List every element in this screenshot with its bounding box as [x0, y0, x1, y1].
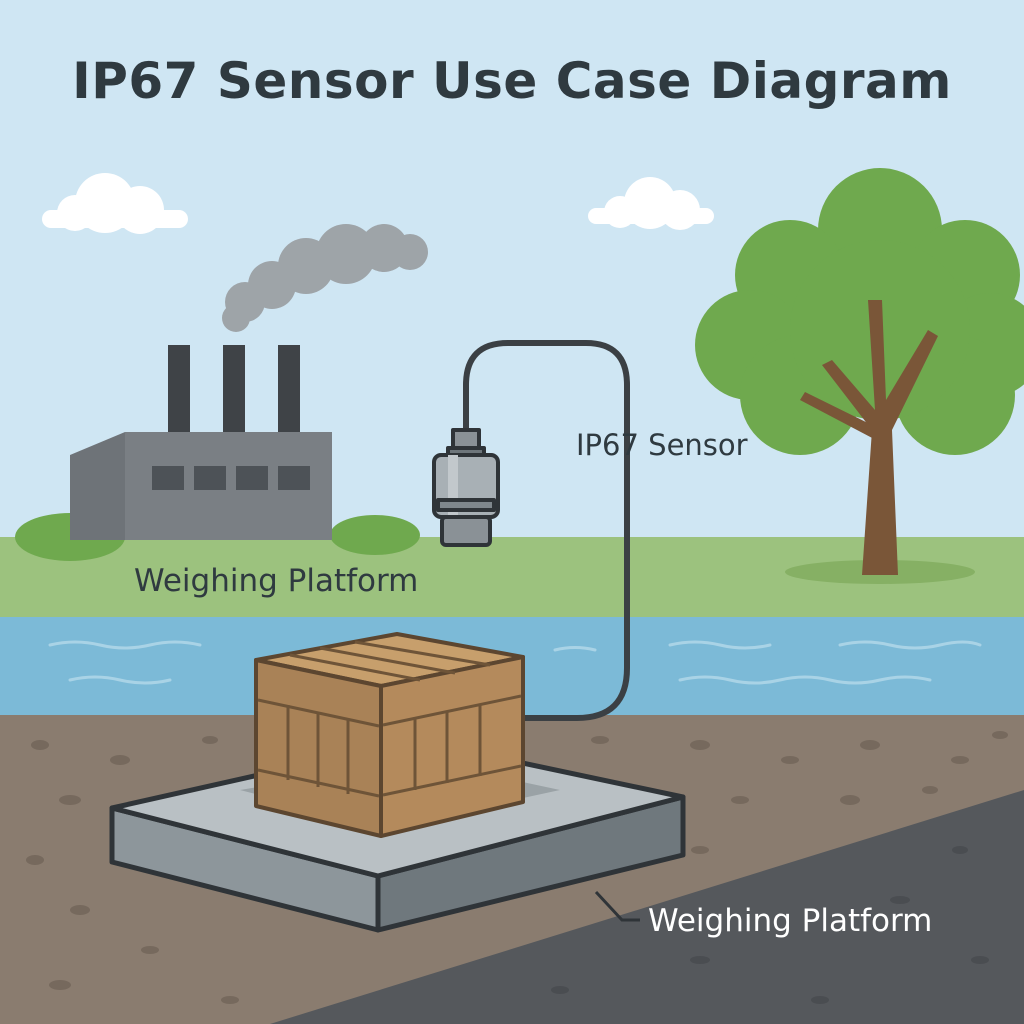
- ip67-sensor-device: [432, 428, 500, 547]
- soil-pebbles: [26, 731, 1008, 1004]
- cloud-right: [588, 177, 714, 230]
- weighing-platform-label-upper: Weighing Platform: [134, 563, 419, 599]
- ip67-sensor-label: IP67 Sensor: [576, 428, 748, 462]
- road: [270, 790, 1024, 1024]
- cloud-left: [42, 173, 188, 234]
- diagram-title: IP67 Sensor Use Case Diagram: [72, 52, 952, 110]
- factory: [70, 345, 332, 540]
- platform-leader-line: [594, 890, 640, 922]
- sensor-cable: [463, 340, 630, 721]
- tree: [695, 168, 1024, 584]
- crate-planks: [257, 640, 522, 798]
- water-ripples: [48, 640, 982, 685]
- weighing-platform-label-lower: Weighing Platform: [648, 903, 933, 939]
- factory-smoke: [222, 224, 428, 332]
- road-texture: [551, 846, 989, 1004]
